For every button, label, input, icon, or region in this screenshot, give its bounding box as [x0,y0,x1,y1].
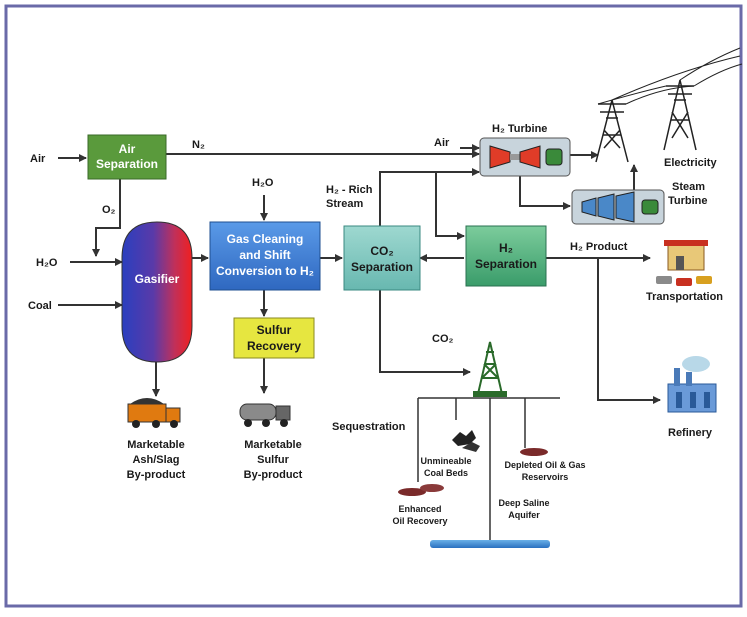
saline-label-1: Deep Saline [498,498,549,508]
air-input-label: Air [30,153,46,165]
electricity-label: Electricity [664,157,717,169]
co2-separation-label-2: Separation [351,260,413,274]
h2-product-label: H₂ Product [570,241,628,253]
sulfur-recovery-box: Sulfur Recovery [233,317,315,359]
ash-truck-icon [127,398,181,428]
saline-label-2: Aquifer [508,510,540,520]
air-separation-label-2: Separation [96,157,158,171]
flow-lines [58,144,661,404]
sulfur-truck-icon [239,403,291,427]
air-separation-box: Air Separation [87,134,167,180]
co2-stream-label: CO₂ [432,333,454,345]
sulfur-output-label-3: By-product [244,469,303,481]
gasifier-vessel: Gasifier [121,221,193,363]
gas-cleaning-label-2: and Shift [239,248,290,262]
coal-input-label: Coal [28,300,52,312]
o2-stream-label: O₂ [102,204,116,216]
ash-label-1: Marketable [127,439,184,451]
gas-cleaning-label-3: Conversion to H₂ [216,264,314,278]
sulfur-output-label-1: Marketable [244,439,301,451]
co2-separation-label-1: CO₂ [370,244,393,258]
h2-rich-label-1: H₂ - Rich [326,184,373,196]
h2-separation-box: H₂ Separation [465,225,547,287]
sulfur-recovery-label-1: Sulfur [257,323,292,337]
saline-aquifer-water [430,540,550,548]
n2-stream-label: N₂ [192,139,205,151]
unmineable-label-1: Unmineable [420,456,471,466]
ash-label-3: By-product [127,469,186,481]
h2-turbine-label: H₂ Turbine [492,123,547,135]
sequestration-lines [417,397,560,540]
h2-separation-label-1: H₂ [499,241,513,255]
gas-cleaning-box: Gas Cleaning and Shift Conversion to H₂ [209,221,321,291]
h2-separation-label-2: Separation [475,257,537,271]
fuel-station-icon [656,240,712,286]
ash-label-2: Ash/Slag [132,454,179,466]
unmineable-label-2: Coal Beds [424,468,468,478]
sulfur-recovery-label-2: Recovery [247,339,301,353]
steam-turbine-icon [571,189,665,225]
depleted-label-2: Reservoirs [522,472,569,482]
h2-turbine-icon [479,137,571,177]
sulfur-output-label-2: Sulfur [257,454,289,466]
transmission-tower-icon [595,47,743,163]
air-separation-label-1: Air [119,142,136,156]
enhanced-label-2: Oil Recovery [392,516,447,526]
h2o-input-label: H₂O [36,257,58,269]
air-turbine-label: Air [434,137,450,149]
depleted-label-1: Depleted Oil & Gas [504,460,585,470]
refinery-icon [667,356,717,413]
steam-turbine-label-1: Steam [672,181,705,193]
drilling-rig-icon [473,341,507,397]
gas-cleaning-label-1: Gas Cleaning [227,232,304,246]
h2o-feed-label: H₂O [252,177,274,189]
enhanced-label-1: Enhanced [398,504,441,514]
co2-separation-box: CO₂ Separation [343,225,421,291]
h2-rich-label-2: Stream [326,198,364,210]
oil-formations [398,430,548,496]
sequestration-label: Sequestration [332,421,406,433]
transportation-label: Transportation [646,291,723,303]
steam-turbine-label-2: Turbine [668,195,708,207]
gasifier-label: Gasifier [135,272,180,286]
refinery-label: Refinery [668,427,713,439]
